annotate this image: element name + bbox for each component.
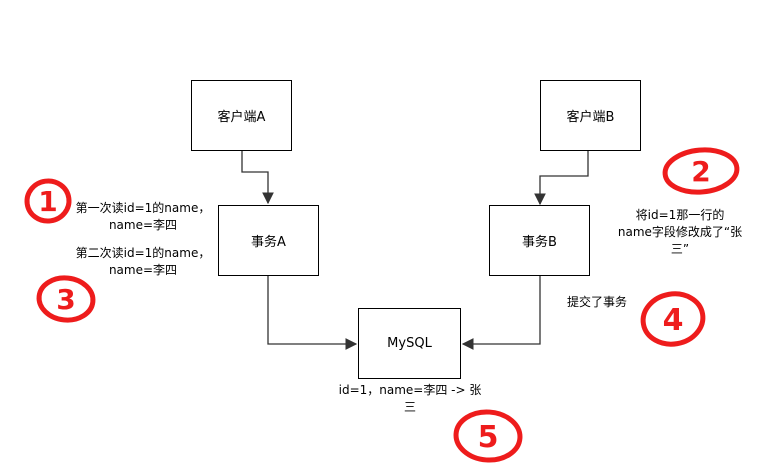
step-4-marker: 4 [640, 291, 706, 347]
first-read-line-1: 第一次读id=1的name， [75, 201, 211, 215]
first-read-note: 第一次读id=1的name， name=李四 [73, 200, 213, 234]
step-4-label: 4 [663, 303, 684, 338]
second-read-line-2: name=李四 [108, 263, 178, 277]
step-3-label: 3 [56, 283, 75, 316]
modify-line-3: 三” [670, 242, 690, 256]
modify-line-2: name字段修改成了“张 [617, 225, 743, 239]
client-a-node: 客户端A [191, 80, 292, 151]
step-3-marker: 3 [36, 275, 96, 323]
step-1-marker: 1 [24, 178, 72, 224]
step-1-label: 1 [38, 185, 57, 218]
commit-note: 提交了事务 [567, 295, 628, 309]
client-b-node: 客户端B [540, 80, 641, 151]
transaction-b-node: 事务B [489, 205, 590, 276]
arrow-txn-a-to-mysql [267, 276, 358, 350]
step-2-marker: 2 [662, 147, 740, 195]
result-line-1: id=1，name=李四 -> 张 [338, 383, 482, 397]
result-line-2: 三 [403, 400, 416, 414]
step-2-label: 2 [691, 155, 710, 188]
arrow-txn-b-to-mysql [461, 276, 541, 350]
first-read-line-2: name=李四 [108, 218, 178, 232]
mysql-node: MySQL [358, 308, 461, 379]
second-read-note: 第二次读id=1的name， name=李四 [73, 245, 213, 279]
step-5-label: 5 [478, 420, 499, 455]
modify-note: 将id=1那一行的 name字段修改成了“张 三” [605, 207, 755, 258]
result-note: id=1，name=李四 -> 张 三 [320, 382, 500, 416]
step-5-marker: 5 [453, 409, 523, 463]
arrow-client-b-to-txn-b [534, 151, 589, 206]
arrow-client-a-to-txn-a [241, 151, 274, 205]
transaction-a-node: 事务A [218, 205, 319, 276]
modify-line-1: 将id=1那一行的 [635, 208, 725, 222]
second-read-line-1: 第二次读id=1的name， [75, 246, 211, 260]
